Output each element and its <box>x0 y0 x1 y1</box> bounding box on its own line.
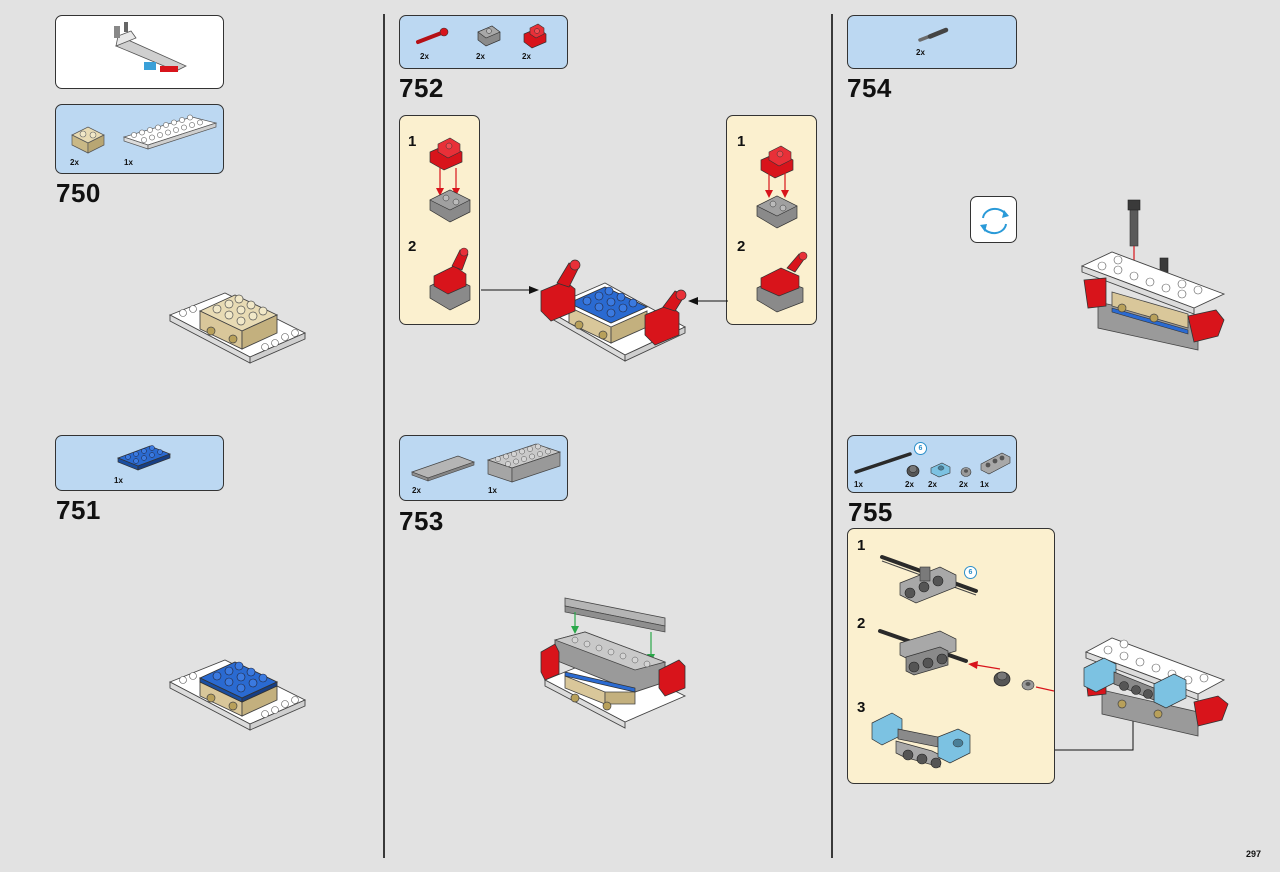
gray-slope-icon <box>429 189 471 223</box>
model-754-illustration <box>1080 199 1226 351</box>
red-pin-icon <box>416 27 449 44</box>
parts-box-752: 2x 2x 2x <box>399 15 568 69</box>
rotate-icon <box>980 207 1009 235</box>
substep-number-1: 1 <box>408 133 417 150</box>
part-qty-753-2: 1x <box>488 486 497 495</box>
gray-slope-icon <box>756 195 798 229</box>
parts-box-755: 6 1x 2x 2x 2x 1x <box>847 435 1017 493</box>
step-number-753: 753 <box>399 506 444 536</box>
axle-bush-assembly-icon <box>878 629 1054 692</box>
preview-model-icon <box>114 22 187 72</box>
step-number-754: 754 <box>847 73 892 103</box>
substep-number-3: 3 <box>857 699 866 716</box>
axle-length-badge: 6 <box>964 566 977 579</box>
model-755-illustration <box>1083 637 1229 737</box>
gray-slope-icon <box>477 25 501 47</box>
substep-number-1: 1 <box>857 537 866 554</box>
gray-bush-icon <box>960 467 972 477</box>
column-divider-right <box>831 14 833 858</box>
model-750-illustration <box>168 292 307 364</box>
blue-connector-icon <box>930 462 951 478</box>
part-qty-753-1: 2x <box>412 486 421 495</box>
gray-brick-2x6-icon <box>486 443 562 483</box>
part-qty-752-2: 2x <box>476 52 485 61</box>
down-arrows-icon <box>765 170 789 198</box>
white-plate-2x8-icon <box>122 114 218 150</box>
parts-box-751: 1x <box>55 435 224 491</box>
model-752-illustration <box>540 259 687 362</box>
subassembly-box-752-left: 1 2 <box>399 115 480 325</box>
gray-tile-1x6-icon <box>410 455 476 482</box>
bracket-on-slope-icon <box>756 251 808 313</box>
part-qty-755-3: 2x <box>928 480 937 489</box>
dark-bush-icon <box>906 465 920 477</box>
axle-length-badge: 6 <box>914 442 927 455</box>
part-qty-750-1: 2x <box>70 158 79 167</box>
part-qty-754-1: 2x <box>916 48 925 57</box>
part-qty-755-5: 1x <box>980 480 989 489</box>
step-number-752: 752 <box>399 73 444 103</box>
substep-number-2: 2 <box>737 238 746 255</box>
gray-antenna-icon <box>918 27 949 42</box>
subassembly-box-752-right: 1 2 <box>726 115 817 325</box>
model-753-illustration <box>540 597 687 729</box>
parts-box-753: 2x 1x <box>399 435 568 501</box>
gray-beam-icon <box>980 452 1011 475</box>
rotate-model-indicator <box>970 196 1017 243</box>
part-qty-752-1: 2x <box>420 52 429 61</box>
red-bracket-icon <box>523 23 547 49</box>
model-751-illustration <box>168 659 307 731</box>
tan-brick-1x2-icon <box>71 126 105 154</box>
preview-model-box <box>55 15 224 89</box>
part-qty-751-1: 1x <box>114 476 123 485</box>
parts-box-754: 2x <box>847 15 1017 69</box>
part-qty-750-2: 1x <box>124 158 133 167</box>
parts-box-750: 2x 1x <box>55 104 224 174</box>
page-number: 297 <box>1246 849 1262 859</box>
part-qty-755-2: 2x <box>905 480 914 489</box>
axle-beam-assembly-icon <box>880 555 978 604</box>
subassembly-box-755: 1 6 2 3 <box>847 528 1055 784</box>
step-number-750: 750 <box>56 178 101 208</box>
part-qty-755-1: 1x <box>854 480 863 489</box>
substep-number-2: 2 <box>408 238 417 255</box>
step-number-755: 755 <box>848 497 893 527</box>
substep-number-2: 2 <box>857 615 866 632</box>
black-axle-icon <box>854 452 912 474</box>
arrow-left-icon <box>688 297 728 305</box>
blue-plate-2x4-icon <box>117 445 171 471</box>
part-qty-752-3: 2x <box>522 52 531 61</box>
column-divider-left <box>383 14 385 858</box>
substep-number-1: 1 <box>737 133 746 150</box>
part-qty-755-4: 2x <box>959 480 968 489</box>
down-arrows-icon <box>436 168 460 196</box>
bracket-on-slope-icon <box>429 247 471 311</box>
connector-assembly-icon <box>871 712 971 769</box>
red-bracket-icon <box>429 137 463 171</box>
arrow-right-icon <box>481 286 539 294</box>
step-number-751: 751 <box>56 495 101 525</box>
